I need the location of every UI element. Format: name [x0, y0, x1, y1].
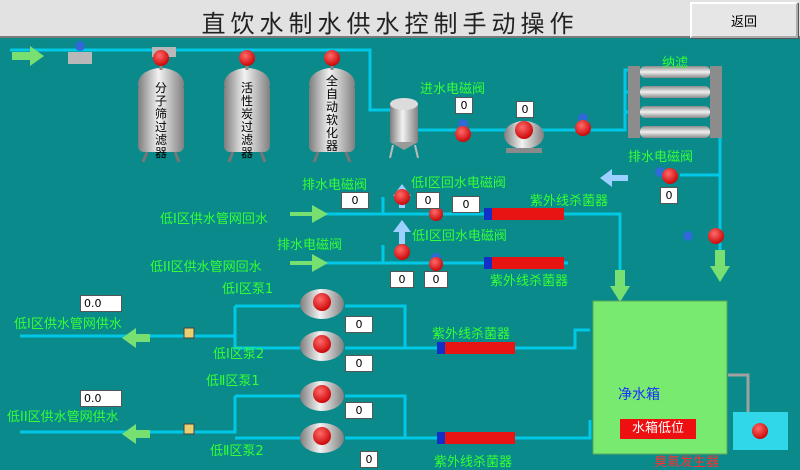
drain-solenoid-valve-icon[interactable] — [655, 167, 678, 184]
pump-2-1-label: 低Ⅱ区泵1 — [206, 374, 260, 389]
pump-1-1-label: 低I区泵1 — [222, 282, 274, 297]
return-pipe-2-label: 低II区供水管网回水 — [150, 260, 262, 275]
uv-sterilizer — [437, 432, 515, 444]
pump-1-2-label: 低I区泵2 — [213, 347, 265, 362]
supply-1-pressure: 0.0 — [80, 295, 122, 312]
pump-2-2-label: 低Ⅱ区泵2 — [210, 444, 264, 459]
drain-valve-right-label: 排水电磁阀 — [628, 150, 694, 165]
pump-icon[interactable] — [300, 423, 344, 453]
filter-tank-2-label: 活性炭过滤器 — [240, 81, 253, 160]
return-1b-value[interactable]: 0 — [452, 196, 480, 213]
return-valve-1b-label: 低I区回水电磁阀 — [412, 229, 507, 244]
inlet-valve-value[interactable]: 0 — [455, 97, 473, 114]
nanofilter-label: 纳滤 — [662, 56, 689, 71]
page-title: 直饮水制水供水控制手动操作 — [201, 10, 579, 38]
drain-valve-1-label: 排水电磁阀 — [302, 178, 368, 193]
filter-tank-3-label: 全自动软化器 — [325, 74, 338, 153]
filter-tank-1-label: 分子筛过滤器 — [154, 81, 167, 160]
uv-1-label: 紫外线杀菌器 — [530, 194, 609, 209]
uv-sterilizer — [437, 342, 515, 354]
drain-2-value[interactable]: 0 — [390, 271, 414, 288]
drain-right-value[interactable]: 0 — [660, 187, 678, 204]
pump-2-1-value[interactable]: 0 — [345, 402, 373, 419]
ozone-generator[interactable] — [733, 412, 788, 450]
uv-2-label: 紫外线杀菌器 — [490, 274, 569, 289]
solenoid-valve-icon[interactable] — [575, 113, 591, 136]
inlet-valve-label: 进水电磁阀 — [420, 82, 486, 97]
return-1a-value[interactable]: 0 — [416, 192, 440, 209]
nanofilter-membranes — [628, 66, 722, 138]
uv-sterilizer — [484, 208, 564, 220]
title-bar: 直饮水制水供水控制手动操作 返回 — [0, 0, 800, 38]
solenoid-valve-icon[interactable] — [68, 41, 92, 64]
uv-sterilizer — [484, 257, 564, 269]
uv-4-label: 紫外线杀菌器 — [434, 455, 513, 470]
solenoid-valve-icon[interactable] — [324, 50, 340, 66]
return-pipe-1-label: 低I区供水管网回水 — [160, 212, 268, 227]
uv-3-label: 紫外线杀菌器 — [432, 327, 511, 342]
booster-pump-icon[interactable] — [504, 121, 544, 153]
intermediate-tank — [389, 98, 419, 159]
pump-2-2-value[interactable]: 0 — [360, 451, 378, 468]
drain-valve-2-label: 排水电磁阀 — [277, 238, 343, 253]
filter-tank-1 — [138, 50, 184, 163]
solenoid-valve-icon[interactable] — [683, 228, 724, 244]
solenoid-valve-icon[interactable] — [152, 47, 176, 66]
clean-tank-label: 净水箱 — [618, 387, 660, 403]
ozone-label: 臭氧发生器 — [654, 455, 720, 470]
solenoid-valve-icon[interactable] — [239, 50, 255, 66]
filter-tank-2 — [224, 50, 270, 163]
supply-2-label: 低II区供水管网供水 — [7, 410, 119, 425]
pump-1-1-value[interactable]: 0 — [345, 316, 373, 333]
return-valve-1a-label: 低I区回水电磁阀 — [411, 176, 506, 191]
flow-arrow-icon — [12, 46, 730, 444]
back-button[interactable]: 返回 — [690, 2, 798, 38]
filter-tank-3 — [309, 50, 355, 163]
supply-1-label: 低I区供水管网供水 — [14, 317, 122, 332]
return-solenoid-valve-icon[interactable] — [394, 244, 443, 271]
tank-low-alarm: 水箱低位 — [620, 419, 696, 439]
drain-1-value[interactable]: 0 — [341, 192, 369, 209]
booster-pump-value[interactable]: 0 — [516, 101, 534, 118]
pump-icon[interactable] — [300, 381, 344, 411]
pump-icon[interactable] — [300, 331, 344, 361]
pump-icon[interactable] — [300, 289, 344, 319]
flow-meter-icon — [183, 327, 195, 435]
inlet-solenoid-valve-icon[interactable] — [455, 119, 471, 142]
pump-1-2-value[interactable]: 0 — [345, 355, 373, 372]
return-2-value[interactable]: 0 — [424, 271, 448, 288]
supply-2-pressure: 0.0 — [80, 390, 122, 407]
